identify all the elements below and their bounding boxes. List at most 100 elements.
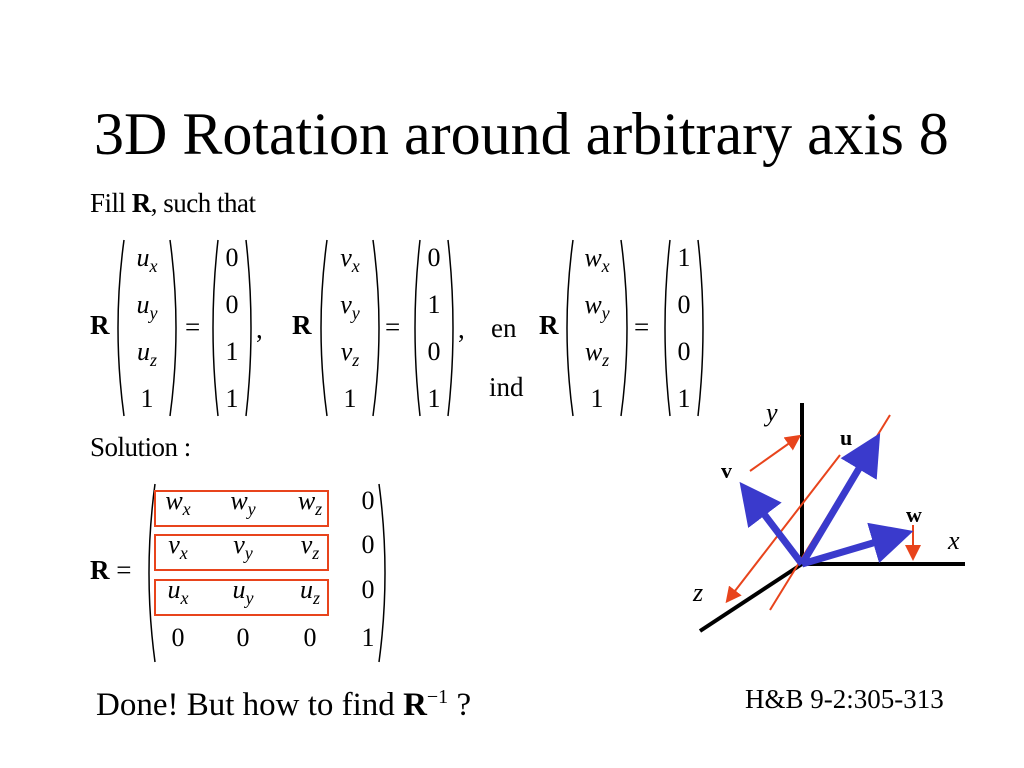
v-direction-helper xyxy=(749,434,802,472)
eq3-vector-entry-base: w xyxy=(584,243,602,272)
solution-matrix-entry-subscript: x xyxy=(180,588,189,608)
solution-label: Solution : xyxy=(90,432,191,462)
intro-rest: , such that xyxy=(150,188,256,218)
eq2-vector-entry-subscript: z xyxy=(352,350,360,370)
solution-matrix-entry-base: u xyxy=(232,575,246,604)
z-axis xyxy=(698,562,804,633)
eq3-vector-entry: 1 xyxy=(567,384,627,414)
eq3-vector-entry-subscript: z xyxy=(602,350,610,370)
eq1-vector-parens xyxy=(117,239,177,417)
solution-matrix-entry-base: w xyxy=(230,486,248,515)
eq2-result-entry: 0 xyxy=(419,243,449,273)
solution-matrix-entry-base: 0 xyxy=(303,623,317,652)
solution-matrix-entry-base: 1 xyxy=(361,623,375,652)
eq2-vector-entry: vy xyxy=(320,290,380,324)
eq2-result-entry-base: 0 xyxy=(427,337,441,366)
eq3-R: R xyxy=(539,310,559,340)
solution-matrix-entry: wx xyxy=(148,486,208,520)
eq1-result-entry: 1 xyxy=(217,337,247,367)
page-title: 3D Rotation around arbitrary axis 8 xyxy=(94,101,949,167)
x-axis-label: x xyxy=(948,526,960,555)
solution-matrix-entry: uz xyxy=(280,575,340,609)
z-axis-label: z xyxy=(693,578,704,607)
eq1-result-entry: 0 xyxy=(217,243,247,273)
fill-word: Fill xyxy=(90,188,126,218)
solution-matrix-entry: vx xyxy=(148,530,208,564)
closing-text: Done! But how to find xyxy=(96,687,404,723)
eq2-result-entry-base: 1 xyxy=(427,290,441,319)
eq1-result-parens xyxy=(212,239,252,417)
eq3-result-entry-base: 0 xyxy=(677,290,691,319)
eq3-prefix-ind: ind xyxy=(489,372,524,402)
eq1-equals: = xyxy=(185,312,201,342)
eq1-vector-entry-base: u xyxy=(136,243,150,272)
highlight-row-v xyxy=(154,534,329,571)
eq2-result-parens xyxy=(414,239,454,417)
eq3-result-entry-base: 0 xyxy=(677,337,691,366)
eq2-vector-entry-subscript: x xyxy=(351,256,360,276)
solution-matrix-entry: 0 xyxy=(338,530,398,560)
u-vector-label: u xyxy=(840,425,853,450)
eq1-vector-entry-subscript: x xyxy=(149,256,158,276)
eq2-comma: , xyxy=(458,314,465,344)
solution-matrix-entry-base: 0 xyxy=(361,575,375,604)
solution-matrix-entry: 0 xyxy=(213,623,273,653)
solution-matrix-entry: vz xyxy=(280,530,340,564)
eq1-comma: , xyxy=(256,314,263,344)
eq1-vector-entry-base: u xyxy=(136,337,150,366)
eq3-result-entry: 0 xyxy=(669,290,699,320)
solution-matrix-entry-base: u xyxy=(299,575,313,604)
solution-matrix-entry-subscript: y xyxy=(245,588,254,608)
eq3-result-parens xyxy=(664,239,704,417)
eq2-vector-entry-base: v xyxy=(340,290,352,319)
solution-matrix-entry-base: u xyxy=(167,575,181,604)
eq2-result-entry: 1 xyxy=(419,290,449,320)
eq3-vector-entry-base: w xyxy=(584,290,602,319)
u-vector xyxy=(798,432,881,566)
eq2-result-entry: 1 xyxy=(419,384,449,414)
eq1-result-entry-base: 1 xyxy=(225,384,239,413)
eq1-vector-entry-base: u xyxy=(136,290,150,319)
eq1-result-entry: 1 xyxy=(217,384,247,414)
solution-matrix-entry: uy xyxy=(213,575,273,609)
eq3-vector-entry: wz xyxy=(567,337,627,371)
eq2-vector-parens xyxy=(320,239,380,417)
eq2-R: R xyxy=(292,310,312,340)
closing-inverse-exponent: −1 xyxy=(426,686,449,708)
eq3-equals: = xyxy=(634,312,650,342)
solution-matrix-entry: 0 xyxy=(280,623,340,653)
eq2-vector-entry: vz xyxy=(320,337,380,371)
closing-tail: ? xyxy=(448,687,472,723)
solution-matrix-entry-base: v xyxy=(300,530,313,559)
eq3-result-entry: 1 xyxy=(669,384,699,414)
eq3-vector-entry-subscript: x xyxy=(601,256,610,276)
w-vector xyxy=(801,522,914,568)
solution-matrix-entry-base: 0 xyxy=(361,486,375,515)
eq1-vector-entry-subscript: y xyxy=(149,303,158,323)
solution-matrix-entry-subscript: z xyxy=(312,588,320,608)
solution-matrix-entry-subscript: z xyxy=(312,543,320,563)
solution-matrix-entry: vy xyxy=(213,530,273,564)
eq1-vector-entry-base: 1 xyxy=(140,384,154,413)
solution-matrix-entry: ux xyxy=(148,575,208,609)
closing-R: R xyxy=(403,687,427,723)
solution-lhs: R = xyxy=(90,555,132,585)
solution-matrix-entry-base: 0 xyxy=(236,623,250,652)
solution-matrix-entry-subscript: x xyxy=(182,499,191,519)
solution-matrix-entry-base: w xyxy=(297,486,316,515)
intro-text: Fill R, such that xyxy=(90,188,256,219)
eq1-result-entry-base: 0 xyxy=(225,290,239,319)
eq3-result-entry-base: 1 xyxy=(677,384,691,413)
eq2-result-entry: 0 xyxy=(419,337,449,367)
solution-matrix-entry-subscript: y xyxy=(244,543,253,563)
solution-matrix-entry-base: w xyxy=(165,486,183,515)
eq1-vector-entry: uz xyxy=(117,337,177,371)
solution-matrix-entry: 0 xyxy=(338,575,398,605)
solution-matrix-entry: wz xyxy=(280,486,340,520)
solution-R: R xyxy=(90,555,110,585)
solution-matrix-entry: 0 xyxy=(338,486,398,516)
eq1-vector-entry: ux xyxy=(117,243,177,277)
highlight-row-w xyxy=(154,490,329,527)
eq1-result-entry: 0 xyxy=(217,290,247,320)
eq3-vector-entry-base: w xyxy=(584,337,603,366)
